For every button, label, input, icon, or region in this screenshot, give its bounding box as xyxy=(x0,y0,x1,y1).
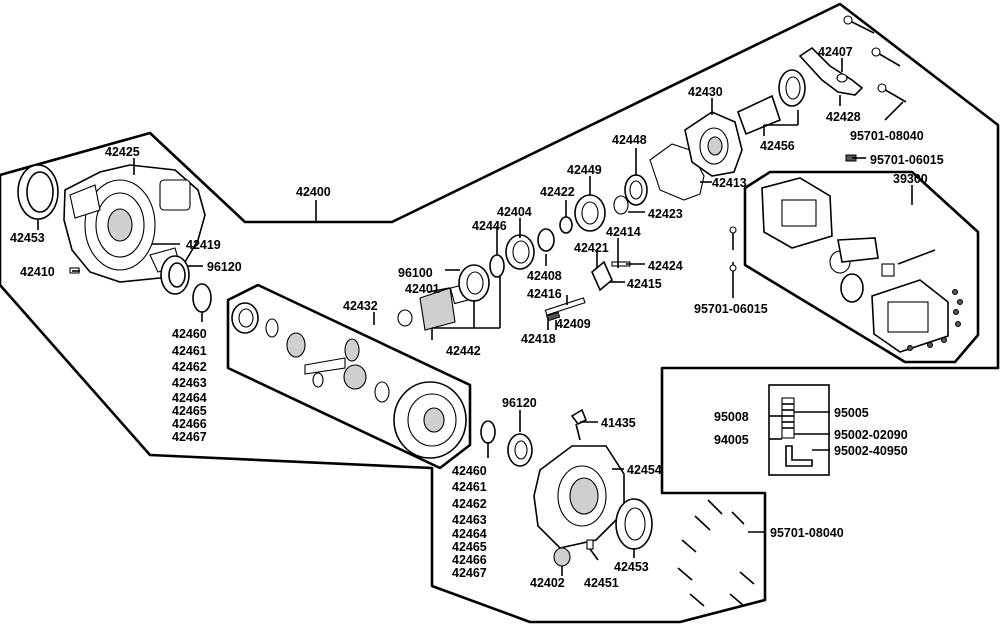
nut-42407 xyxy=(836,73,848,83)
label-95002-02090: 95002-02090 xyxy=(834,428,908,442)
seal-42448 xyxy=(624,174,648,206)
label-42454: 42454 xyxy=(627,463,662,477)
label-42400: 42400 xyxy=(296,185,331,199)
label-42410: 42410 xyxy=(20,265,55,279)
snap-ring-42423 xyxy=(613,195,629,215)
label-42414: 42414 xyxy=(606,225,641,239)
label-42446: 42446 xyxy=(472,219,507,233)
leader-lines xyxy=(37,58,913,576)
label-42465-left: 42465 xyxy=(172,404,207,418)
label-42407: 42407 xyxy=(818,45,853,59)
label-95701-06015-top: 95701-06015 xyxy=(870,153,944,167)
label-39300: 39300 xyxy=(893,172,928,186)
label-42409: 42409 xyxy=(556,317,591,331)
label-95701-08040-top: 95701-08040 xyxy=(850,129,924,143)
label-42408: 42408 xyxy=(527,269,562,283)
seal-42453-left xyxy=(17,164,59,220)
bearing-42449 xyxy=(574,194,606,232)
label-42467-left: 42467 xyxy=(172,430,207,444)
label-95005: 95005 xyxy=(834,406,869,420)
seal-96120-bottom xyxy=(507,433,533,467)
seal-96120-left xyxy=(160,255,190,295)
label-96100: 96100 xyxy=(398,266,433,280)
label-42467-bottom: 42467 xyxy=(452,566,487,580)
label-42460-left: 42460 xyxy=(172,327,207,341)
label-42415: 42415 xyxy=(627,277,662,291)
bracket-42428 xyxy=(798,46,864,96)
label-42461-bottom: 42461 xyxy=(452,480,487,494)
bolts-bottom-ring xyxy=(677,499,755,607)
label-42462-bottom: 42462 xyxy=(452,497,487,511)
label-42453-left: 42453 xyxy=(10,231,45,245)
label-42413: 42413 xyxy=(712,176,747,190)
label-42463-left: 42463 xyxy=(172,376,207,390)
label-42424: 42424 xyxy=(648,259,683,273)
bearing-96100 xyxy=(458,264,490,302)
label-42422: 42422 xyxy=(540,185,575,199)
label-42432: 42432 xyxy=(343,299,378,313)
label-95701-06015-mid: 95701-06015 xyxy=(694,302,768,316)
cover-42430 xyxy=(684,111,743,177)
vent-kit-box xyxy=(768,384,830,476)
label-42449: 42449 xyxy=(567,163,602,177)
vent-spring xyxy=(781,397,813,467)
differential-box-outline xyxy=(226,283,472,470)
label-42462-left: 42462 xyxy=(172,360,207,374)
label-42425: 42425 xyxy=(105,145,140,159)
label-42418: 42418 xyxy=(521,332,556,346)
label-42466-left: 42466 xyxy=(172,417,207,431)
ring-42422 xyxy=(559,216,573,234)
label-42401: 42401 xyxy=(405,282,440,296)
shim-ring-left xyxy=(192,283,212,313)
pins-95701-06015 xyxy=(729,226,737,285)
label-41435: 41435 xyxy=(601,416,636,430)
label-42402: 42402 xyxy=(530,576,565,590)
label-42465-bottom: 42465 xyxy=(452,540,487,554)
label-42456: 42456 xyxy=(760,139,795,153)
housing-42425 xyxy=(63,164,206,283)
bearing-42404 xyxy=(505,234,535,270)
label-94005: 94005 xyxy=(714,433,749,447)
differential-gear-set xyxy=(231,302,467,459)
label-42421: 42421 xyxy=(574,241,609,255)
label-42448: 42448 xyxy=(612,133,647,147)
plug-42402 xyxy=(553,547,571,567)
seal-42453-bottom xyxy=(615,498,653,550)
label-42463-bottom: 42463 xyxy=(452,513,487,527)
actuator-box-outline xyxy=(743,170,980,364)
label-42442: 42442 xyxy=(446,344,481,358)
label-96120-left: 96120 xyxy=(207,260,242,274)
label-42453-bottom: 42453 xyxy=(614,560,649,574)
label-42419: 42419 xyxy=(186,238,221,252)
ring-42446 xyxy=(489,254,505,278)
label-42451: 42451 xyxy=(584,576,619,590)
breather-41435 xyxy=(570,408,588,441)
ring-42408 xyxy=(537,228,555,252)
label-42404: 42404 xyxy=(497,205,532,219)
label-95701-08040-bottom: 95701-08040 xyxy=(770,526,844,540)
bolts-top-right xyxy=(843,15,907,103)
label-42430: 42430 xyxy=(688,85,723,99)
label-42416: 42416 xyxy=(527,287,562,301)
label-42464-left: 42464 xyxy=(172,391,207,405)
sleeve-42456 xyxy=(736,69,806,136)
label-42461-left: 42461 xyxy=(172,344,207,358)
actuator-39300 xyxy=(761,177,949,353)
shim-ring-bottom xyxy=(480,420,496,444)
cover-42454 xyxy=(533,445,625,549)
label-42428: 42428 xyxy=(826,110,861,124)
label-96120-bottom: 96120 xyxy=(502,396,537,410)
label-95002-40950: 95002-40950 xyxy=(834,444,908,458)
label-95008: 95008 xyxy=(714,410,749,424)
label-42464-bottom: 42464 xyxy=(452,527,487,541)
bolt-42451 xyxy=(586,539,594,550)
label-42423: 42423 xyxy=(648,207,683,221)
label-42466-bottom: 42466 xyxy=(452,553,487,567)
actuator-screws xyxy=(907,289,963,351)
label-42460-bottom: 42460 xyxy=(452,464,487,478)
